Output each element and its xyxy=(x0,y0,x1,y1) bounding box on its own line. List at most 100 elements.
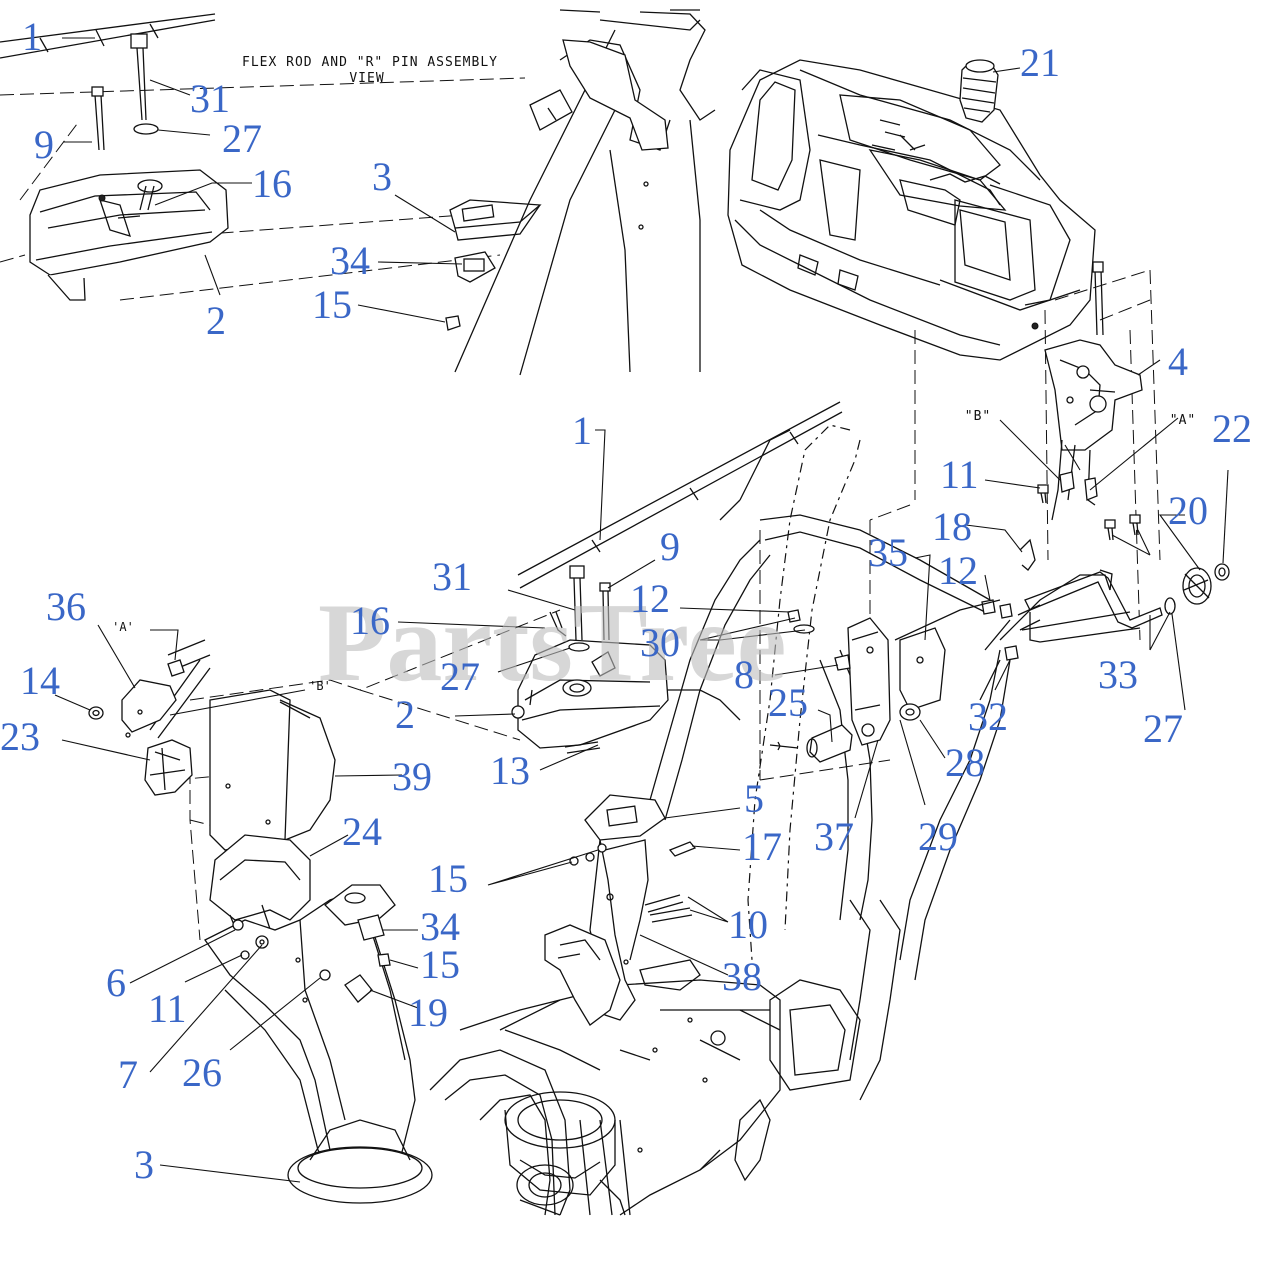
callout: 9 xyxy=(34,122,54,167)
inset-chute xyxy=(454,9,716,376)
center-fasteners xyxy=(549,565,815,754)
shift-bracket-4 xyxy=(1037,261,1143,541)
callout: 22 xyxy=(1212,406,1252,451)
callouts: 1 31 9 27 16 2 3 34 15 21 4 22 20 11 18 … xyxy=(0,14,1252,1187)
callout: 38 xyxy=(722,954,762,999)
washer-28 xyxy=(899,703,921,721)
callout: 4 xyxy=(1168,339,1188,384)
callout: 15 xyxy=(428,856,468,901)
inset-cover-housing xyxy=(29,169,229,301)
callout: 16 xyxy=(252,161,292,206)
label-b-note: "B" xyxy=(965,409,991,424)
callout: 30 xyxy=(640,620,680,665)
callout: 16 xyxy=(350,598,390,643)
label-b-chute: 'B' xyxy=(309,679,331,693)
inset-pin-9 xyxy=(94,94,105,151)
nut-8 xyxy=(834,654,851,671)
assembly-view-note-line1: FLEX ROD AND "R" PIN ASSEMBLY xyxy=(242,55,498,70)
callout: 32 xyxy=(968,694,1008,739)
callout: 34 xyxy=(330,238,370,283)
callout: 14 xyxy=(20,658,60,703)
callout: 37 xyxy=(814,814,854,859)
pin-13 xyxy=(564,741,601,754)
inset-nut-15 xyxy=(445,315,461,331)
callout: 28 xyxy=(945,740,985,785)
bushing-25 xyxy=(809,724,853,763)
callout: 12 xyxy=(630,576,670,621)
nut-22 xyxy=(1214,563,1230,581)
pins-17-10 xyxy=(644,841,697,923)
callout: 12 xyxy=(938,548,978,593)
inset-flex-rod xyxy=(0,13,216,59)
nut-32 xyxy=(1004,645,1019,661)
handle-frame xyxy=(640,424,1111,1182)
callout: 27 xyxy=(222,116,262,161)
callout: 34 xyxy=(420,904,460,949)
chute-collar-24 xyxy=(209,834,311,921)
callout: 25 xyxy=(768,680,808,725)
handle-19 xyxy=(344,974,373,1003)
callout: 26 xyxy=(182,1050,222,1095)
callout: 10 xyxy=(728,902,768,947)
callout: 15 xyxy=(312,282,352,327)
callout: 3 xyxy=(134,1142,154,1187)
callout: 39 xyxy=(392,754,432,799)
center-cover-2 xyxy=(511,639,669,749)
inset-washer-27 xyxy=(133,123,159,135)
callout: 15 xyxy=(420,942,460,987)
callout: 27 xyxy=(440,654,480,699)
deflector-control-head xyxy=(88,639,211,796)
callout: 31 xyxy=(432,554,472,599)
gear-20 xyxy=(1182,567,1212,605)
deflector-39 xyxy=(209,689,291,851)
gearbox-23 xyxy=(144,739,193,796)
retainer-34 xyxy=(357,914,385,941)
callout: 24 xyxy=(342,809,382,854)
callout: 6 xyxy=(106,960,126,1005)
label-a-note: "A" xyxy=(1170,413,1196,428)
chassis-housing xyxy=(429,959,781,1216)
inset-bracket xyxy=(445,199,542,331)
callout: 2 xyxy=(206,298,226,343)
callout: 8 xyxy=(734,652,754,697)
callout: 11 xyxy=(148,986,187,1031)
chute-tower-38 xyxy=(544,794,666,1026)
bracket-35 xyxy=(899,627,946,711)
nut-15-chute xyxy=(377,953,391,967)
callout: 31 xyxy=(190,76,230,121)
callout: 3 xyxy=(372,154,392,199)
callout: 35 xyxy=(868,530,908,575)
leader-lines xyxy=(54,37,1229,1183)
clip-18 xyxy=(1019,538,1036,571)
control-panel xyxy=(727,59,1096,361)
watermark: PartsTree xyxy=(318,581,787,705)
label-a-chute: 'A' xyxy=(112,620,134,634)
callout: 27 xyxy=(1143,706,1183,751)
washer-27-right xyxy=(1164,597,1176,615)
knob-21 xyxy=(959,59,999,123)
assembly-view-note-line2: VIEW xyxy=(349,71,384,86)
washer-30 xyxy=(793,624,815,634)
callout: 13 xyxy=(490,748,530,793)
callout: 29 xyxy=(918,814,958,859)
callout: 36 xyxy=(46,584,86,629)
chute-ring-3 xyxy=(287,1146,433,1204)
pivot-bracket-37 xyxy=(806,538,1041,763)
callout: 1 xyxy=(572,408,592,453)
callout: 9 xyxy=(660,524,680,569)
callout: 23 xyxy=(0,714,40,759)
callout: 7 xyxy=(118,1052,138,1097)
inset-bolt-31 xyxy=(133,44,147,121)
nut-14 xyxy=(88,706,104,720)
discharge-chute xyxy=(174,609,561,1204)
callout: 21 xyxy=(1020,40,1060,85)
crank-shaft-assembly xyxy=(1021,563,1230,643)
callout: 33 xyxy=(1098,652,1138,697)
callout: 5 xyxy=(744,776,764,821)
callout: 11 xyxy=(940,452,979,497)
callout: 1 xyxy=(22,14,42,59)
callout: 2 xyxy=(395,692,415,737)
callout: 17 xyxy=(742,824,782,869)
